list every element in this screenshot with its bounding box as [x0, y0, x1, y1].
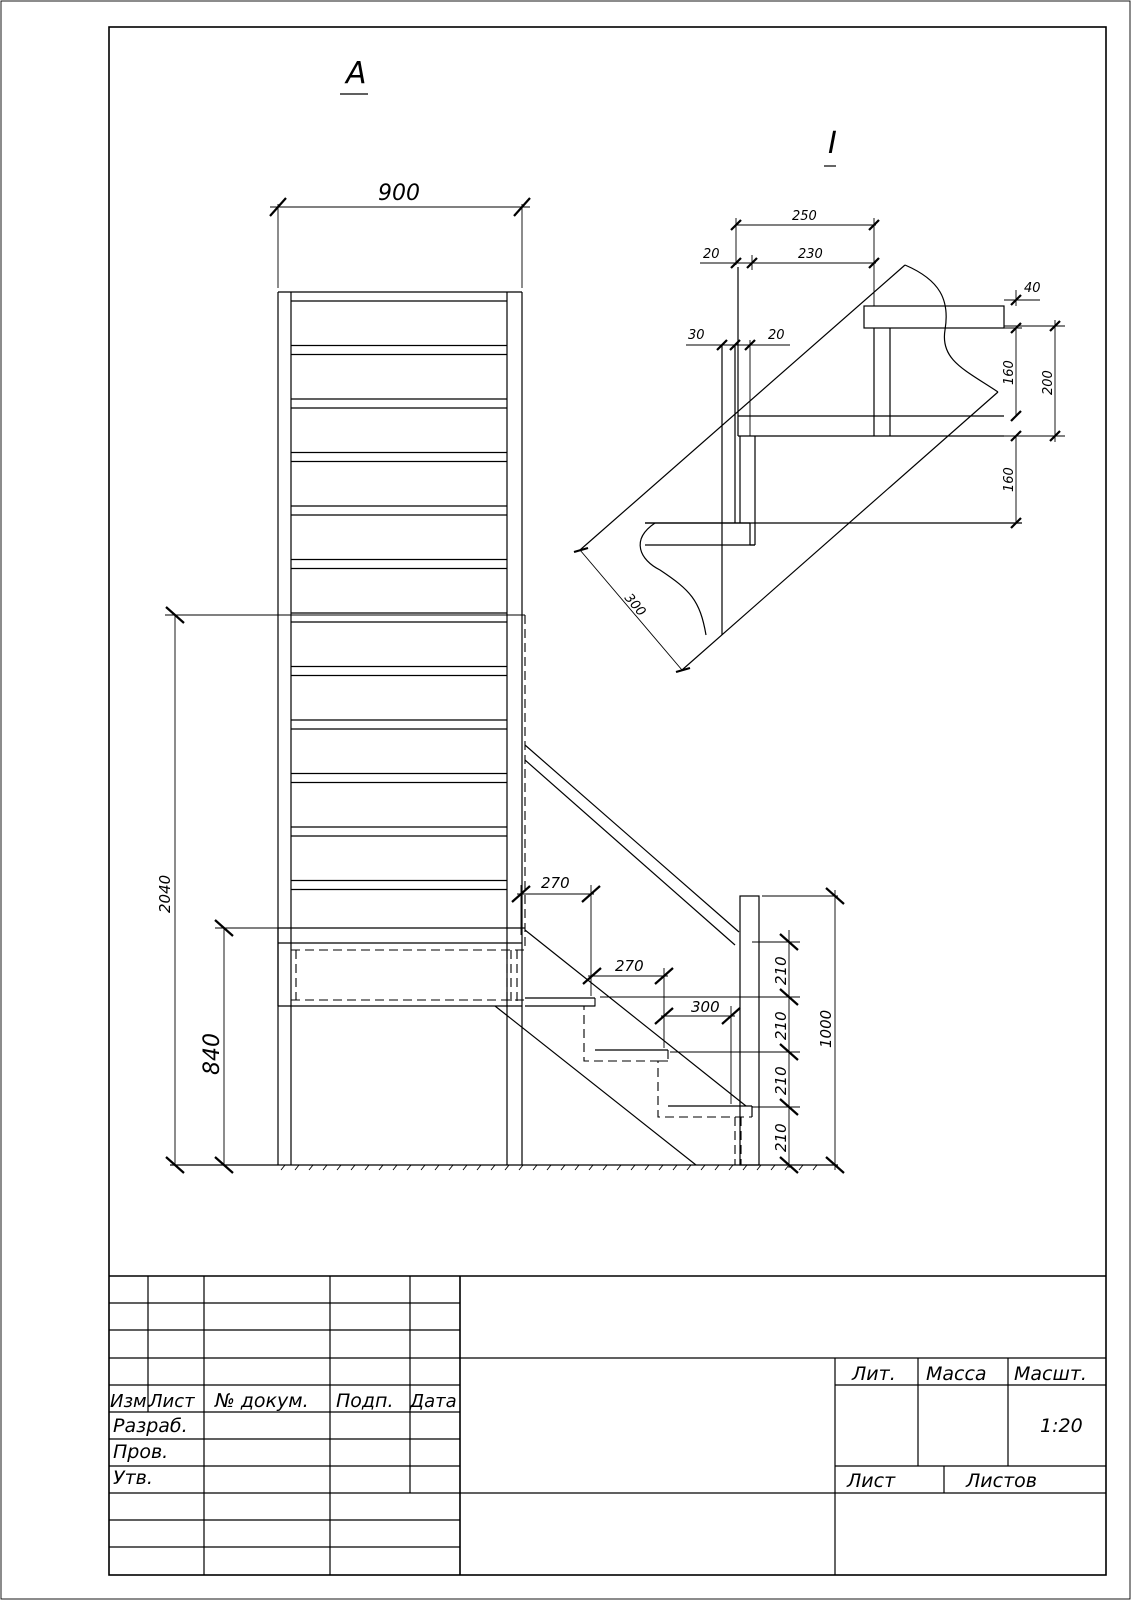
dimension-treads: 270 270 300: [511, 874, 741, 1104]
dim-210-d-label: 210: [772, 1123, 790, 1152]
dimension-2040: 2040: [156, 606, 525, 1174]
ground-hatch: [336, 1164, 342, 1171]
ground-hatch: [462, 1164, 468, 1171]
tb-razrab: Разраб.: [113, 1415, 188, 1437]
detail-300-label: 300: [621, 591, 648, 620]
title-block: [109, 1275, 1106, 1575]
ground-hatch: [392, 1164, 398, 1171]
ground-hatch: [616, 1164, 622, 1171]
dimension-900: 900: [269, 181, 531, 288]
tb-sheets: Листов: [965, 1470, 1037, 1492]
dimension-1000: 1000: [762, 887, 845, 1174]
tb-data: Дата: [409, 1391, 457, 1412]
tb-podp: Подп.: [336, 1390, 394, 1412]
ground-hatch: [476, 1164, 482, 1171]
tb-izm: Изм.: [110, 1391, 152, 1412]
tb-masshtab: Масшт.: [1014, 1363, 1087, 1385]
dim-210-c-label: 210: [772, 1066, 790, 1095]
detail-40-label: 40: [1024, 281, 1041, 296]
dimension-840: 840: [200, 919, 278, 1174]
ground-hatch: [658, 1164, 664, 1171]
stair-treads: [291, 300, 507, 891]
ground-hatch: [420, 1164, 426, 1171]
dim-270-b-label: 270: [615, 957, 644, 975]
ground-hatch: [350, 1164, 356, 1171]
ground-hatch: [644, 1164, 650, 1171]
detail-i-label: I: [828, 126, 837, 161]
ground-hatch: [504, 1164, 510, 1171]
dim-1000-label: 1000: [817, 1010, 835, 1048]
landing-platform: [277, 615, 526, 1007]
ground-hatch: [728, 1164, 734, 1171]
detail-20-top-label: 20: [703, 247, 720, 262]
lower-flight: [494, 744, 760, 1166]
tb-utv: Утв.: [113, 1467, 153, 1489]
detail-160-a-label: 160: [1002, 360, 1017, 385]
ground-hatch: [490, 1164, 496, 1171]
ground-hatch: [700, 1164, 706, 1171]
ground-hatch: [798, 1164, 804, 1171]
ground-hatch: [518, 1164, 524, 1171]
ground-hatch: [742, 1164, 748, 1171]
ground-hatch: [378, 1164, 384, 1171]
ground-hatch: [322, 1164, 328, 1171]
dim-2040-label: 2040: [156, 875, 174, 913]
ground-hatch: [546, 1164, 552, 1171]
dim-900-label: 900: [378, 181, 420, 206]
ground-line: [170, 1164, 838, 1171]
dim-210-a-label: 210: [772, 956, 790, 985]
dimension-risers: 210 210 210 210: [600, 930, 800, 1174]
ground-hatch: [756, 1164, 762, 1171]
dim-210-b-label: 210: [772, 1011, 790, 1040]
tb-scale-value: 1:20: [1040, 1415, 1083, 1437]
view-a-label: А: [344, 56, 367, 91]
tb-lit: Лит.: [851, 1363, 896, 1385]
ground-hatch: [602, 1164, 608, 1171]
tb-sheet: Лист: [846, 1470, 896, 1492]
ground-hatch: [406, 1164, 412, 1171]
ground-hatch: [532, 1164, 538, 1171]
ground-hatch: [588, 1164, 594, 1171]
ground-hatch: [434, 1164, 440, 1171]
ground-hatch: [364, 1164, 370, 1171]
ground-hatch: [630, 1164, 636, 1171]
detail-160-b-label: 160: [1002, 467, 1017, 492]
tb-list: Лист: [148, 1391, 195, 1412]
ground-hatch: [448, 1164, 454, 1171]
ground-hatch: [686, 1164, 692, 1171]
detail-dimensions: 250 20 230 30 20 40 160 200: [573, 209, 1065, 674]
tb-doc: № докум.: [214, 1390, 309, 1412]
ground-hatch: [280, 1164, 286, 1171]
revision-table: [109, 1276, 460, 1575]
dim-840-label: 840: [200, 1033, 225, 1075]
ground-hatch: [574, 1164, 580, 1171]
detail-230-label: 230: [798, 247, 823, 262]
ground-hatch: [812, 1164, 818, 1171]
detail-30-label: 30: [688, 328, 705, 343]
ground-hatch: [308, 1164, 314, 1171]
tb-massa: Масса: [926, 1363, 987, 1385]
dim-300-label: 300: [691, 998, 720, 1016]
tb-prov: Пров.: [113, 1441, 168, 1463]
ground-hatch: [294, 1164, 300, 1171]
ground-hatch: [714, 1164, 720, 1171]
detail-20-mid-label: 20: [768, 328, 785, 343]
dim-270-a-label: 270: [541, 874, 570, 892]
ground-hatch: [770, 1164, 776, 1171]
detail-i-drawing: [579, 264, 1022, 671]
ground-hatch: [560, 1164, 566, 1171]
ground-hatch: [672, 1164, 678, 1171]
detail-250-label: 250: [792, 209, 817, 224]
detail-200-label: 200: [1041, 370, 1056, 395]
